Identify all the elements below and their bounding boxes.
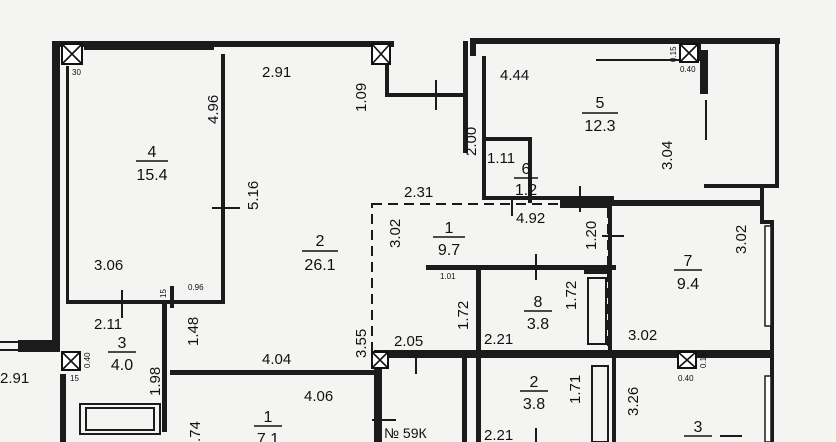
room-number: 3 [118,335,127,352]
dimension-label: 2.11 [94,316,122,333]
small-label: 15 [159,289,168,298]
room-label: 2 26.1 [302,233,338,274]
vent-shaft-icon [679,43,699,63]
dimension-label: 3.02 [733,225,750,254]
room-number: 6 [522,161,531,178]
room-label: 1 9.7 [433,220,465,259]
room-label: 8 3.8 [524,294,552,333]
dimension-label: 2.91 [0,370,29,387]
small-label: 0.96 [188,283,204,292]
dimension-label: 1.20 [583,221,600,250]
room-number: 2 [530,374,539,391]
room-number: 1 [445,220,454,237]
dimension-label: 3.02 [387,219,404,248]
dimension-label: 2.05 [394,333,423,350]
room-number: 3 [694,419,703,436]
dimension-label: 1.98 [147,367,164,396]
vent-shaft-icon [371,351,389,369]
dimension-label: 1.72 [563,281,580,310]
room-area: 9.7 [438,242,460,259]
vent-shaft-icon [61,43,83,65]
dimension-label: 2.00 [463,127,480,156]
small-label: 0.40 [83,352,92,368]
dimension-label: 4.96 [205,95,222,124]
room-label: 3 4.0 [108,335,136,374]
room-area: 4.0 [111,357,133,374]
small-label: 0.15 [699,352,708,368]
small-label: 0.15 [669,46,678,62]
dimension-label: 3.06 [94,257,123,274]
vent-shafts [61,43,699,371]
dimension-label: 2.31 [404,184,433,201]
room-number: 1 [264,409,273,426]
dimension-label: 1.09 [353,83,370,112]
dimension-label: 3.26 [625,387,642,416]
small-label: 1.01 [440,272,456,281]
dimension-label: 3.55 [353,329,370,358]
room-label: 2 3.8 [520,374,548,413]
small-annotations: 30 0.96 15 1.01 0.15 0.40 0.40 15 0.40 0… [70,46,708,383]
room-number: 8 [534,294,543,311]
dimension-labels: 2.91 1.09 4.44 4.96 5.16 3.06 2.11 1.48 … [0,64,750,442]
room-area: 3.8 [523,396,545,413]
room-area: 12.3 [584,118,615,135]
room-area: 1.2 [515,182,537,199]
dimension-label: 3.04 [659,141,676,170]
dimension-label: 1.71 [567,375,584,404]
small-label: 0.40 [680,65,696,74]
room-number: 2 [316,233,325,250]
dimension-label: .74 [187,421,204,442]
room-area: 3.8 [527,316,549,333]
room-label: 6 1.2 [514,161,538,199]
dimension-label: 5.16 [245,181,262,210]
room-number: 4 [148,144,157,161]
small-label: 30 [72,68,81,77]
dimension-label: 1.48 [185,317,202,346]
room-label: 7 9.4 [674,253,702,293]
dimension-label: 2.91 [262,64,291,81]
apartment-label: № 59К [384,425,427,441]
small-label: 15 [70,374,79,383]
dimension-label: 4.04 [262,351,291,368]
dimension-label: 2.21 [484,427,513,442]
small-label: 0.40 [678,374,694,383]
dimension-label: 3.02 [628,327,657,344]
dimension-label: 4.44 [500,67,529,84]
dimension-label: 4.06 [304,388,333,405]
room-label: 4 15.4 [136,144,168,184]
room-labels: 4 15.4 2 26.1 5 12.3 6 1.2 1 9.7 7 9.4 [108,95,712,442]
walls [0,38,780,442]
dimension-label: 4.92 [516,210,545,227]
dimension-label: 1.72 [455,301,472,330]
room-area: 26.1 [304,257,335,274]
room-label: 3 [684,419,712,437]
room-area: 15.4 [136,167,167,184]
room-label: 1 7.1 [254,409,282,442]
room-area: 7.1 [257,431,279,442]
vent-shaft-icon [371,43,391,65]
room-number: 7 [684,253,693,270]
room-number: 5 [596,95,605,112]
room-area: 9.4 [677,276,699,293]
dimension-label: 2.21 [484,331,513,348]
room-label: 5 12.3 [582,95,618,135]
dimension-label: 1.11 [487,150,515,167]
vent-shaft-icon [61,351,81,371]
vent-shaft-icon [677,351,697,369]
